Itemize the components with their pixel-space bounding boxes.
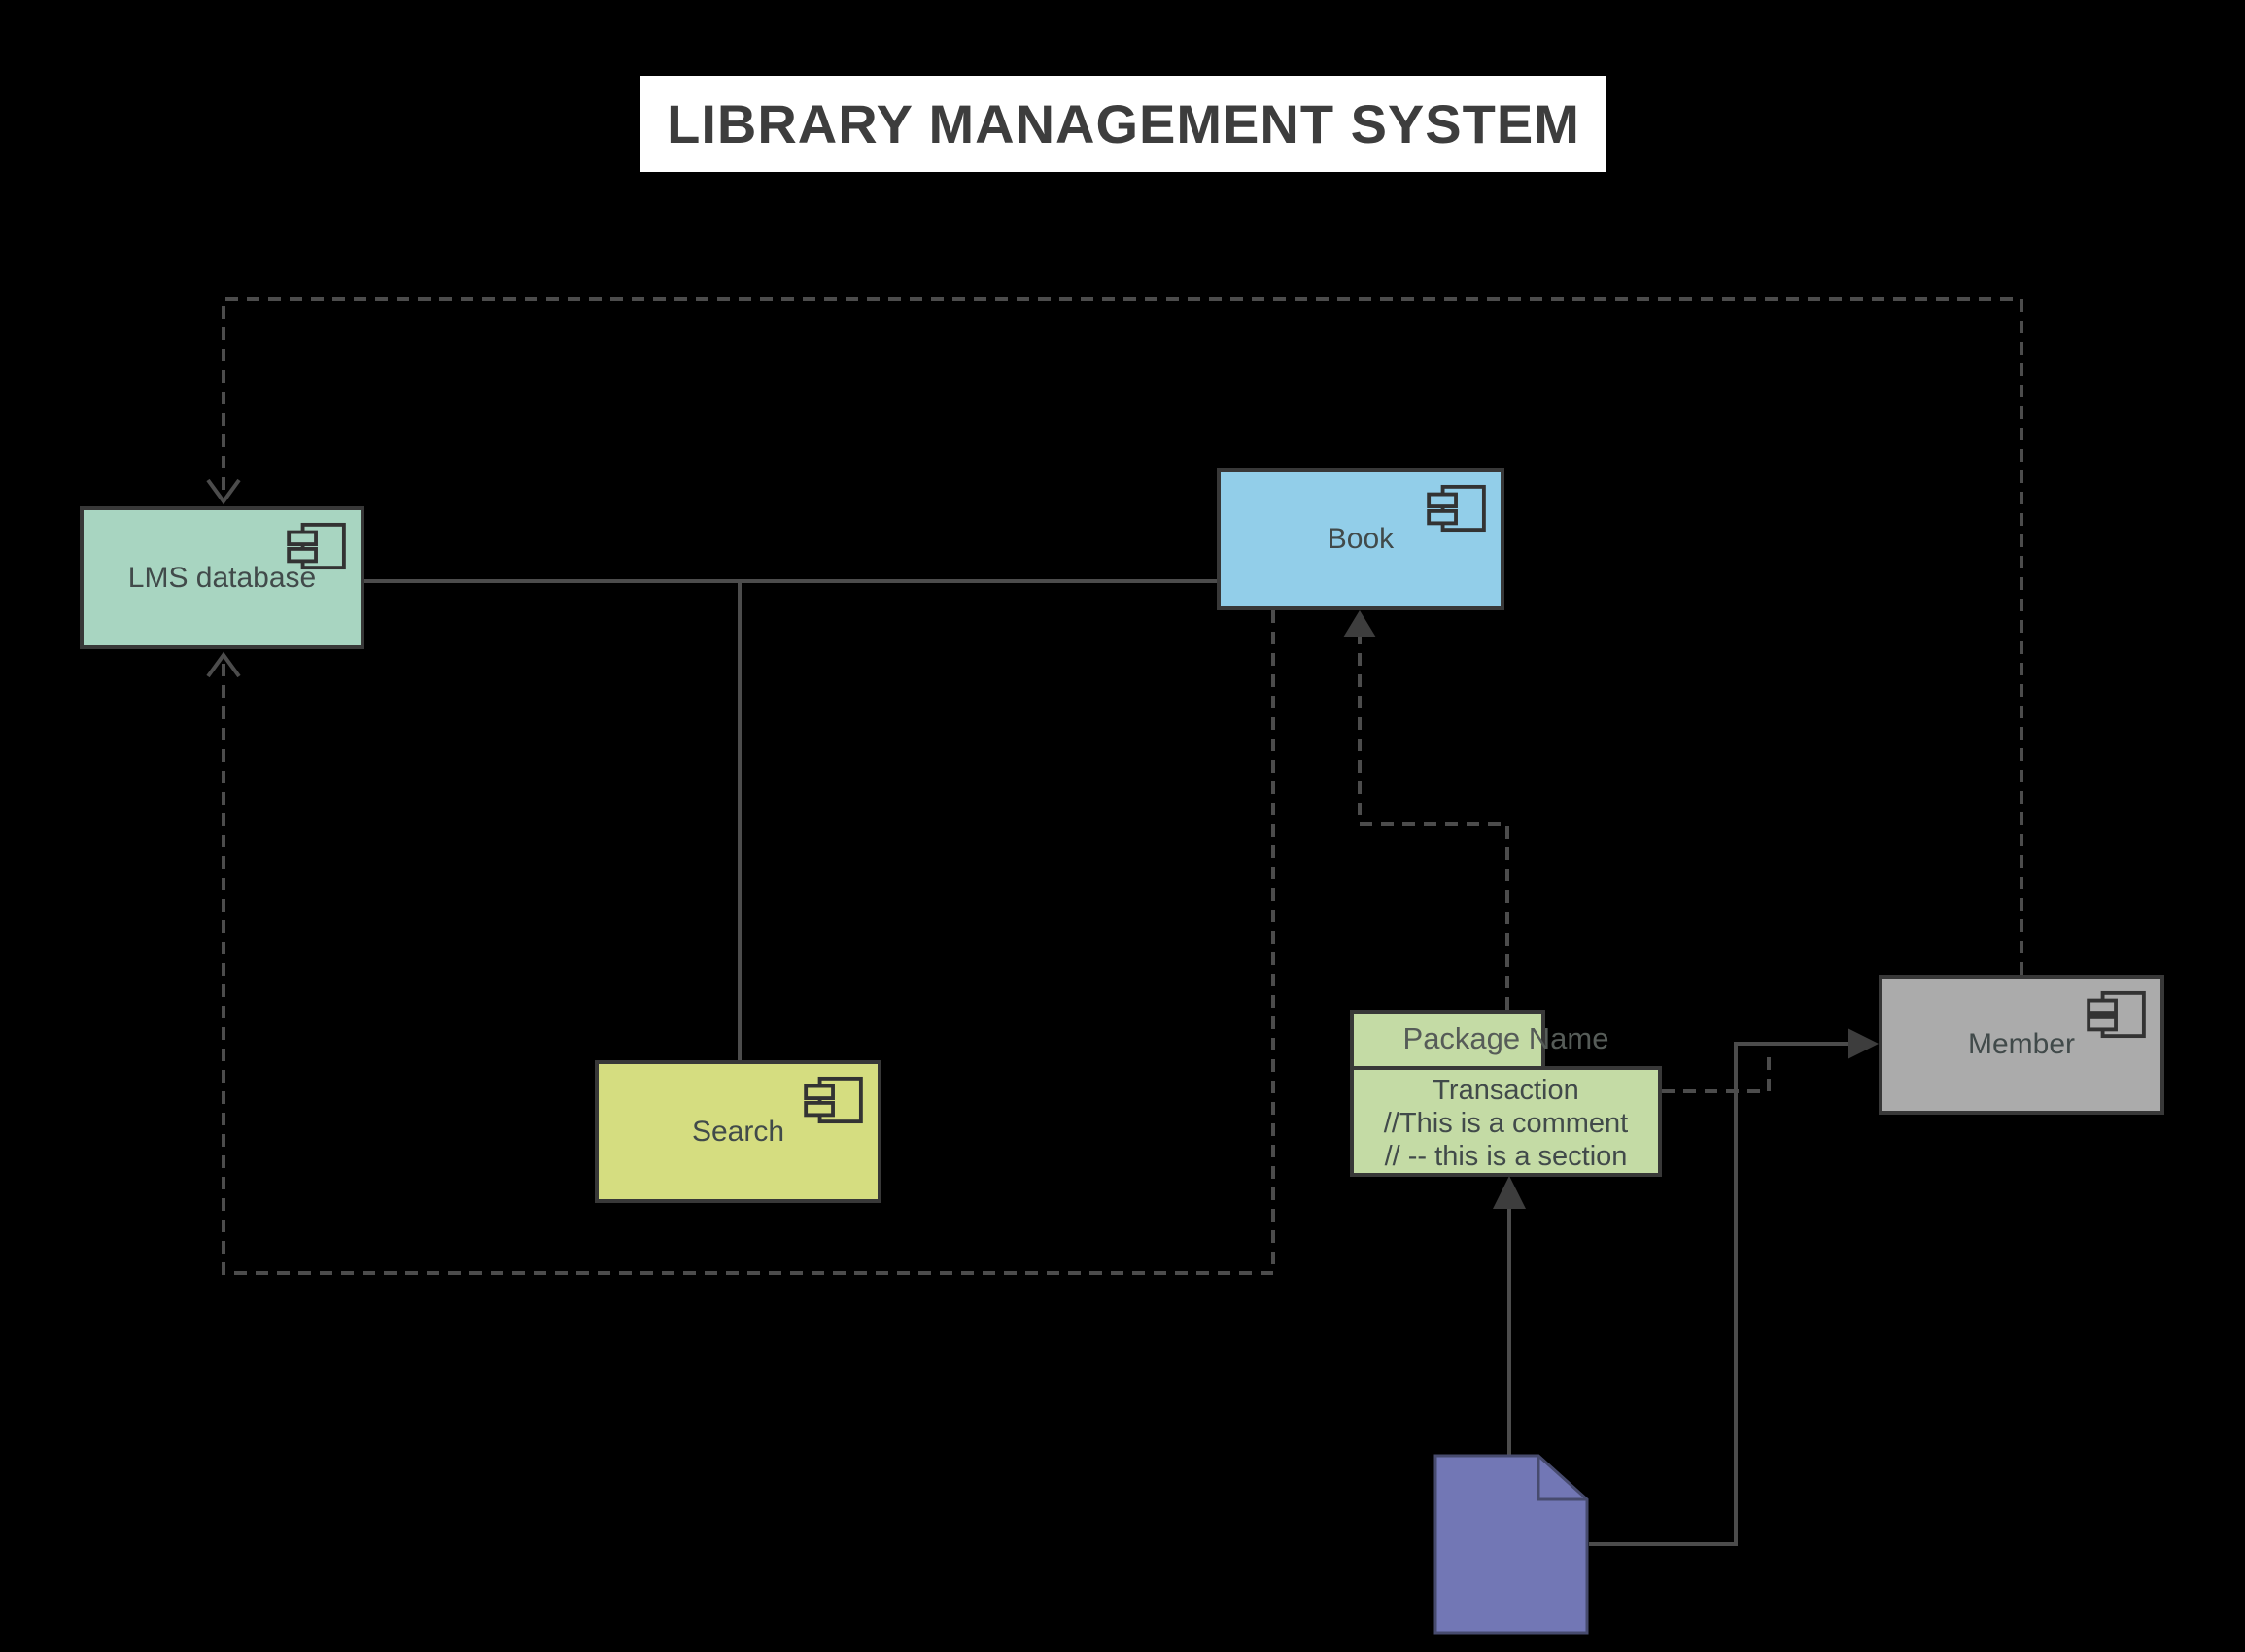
package-body-line-2: //This is a comment bbox=[1383, 1108, 1629, 1139]
component-lms-database-label: LMS database bbox=[127, 561, 317, 594]
edge-package-book[interactable] bbox=[1358, 636, 1509, 1010]
diagram-title[interactable]: LIBRARY MANAGEMENT SYSTEM bbox=[640, 76, 1606, 172]
component-book[interactable]: Book bbox=[1217, 468, 1504, 610]
arrowhead-filled-book bbox=[1343, 610, 1376, 637]
diagram-title-text: LIBRARY MANAGEMENT SYSTEM bbox=[667, 93, 1580, 155]
component-search[interactable]: Search bbox=[595, 1060, 881, 1203]
component-icon bbox=[804, 1076, 863, 1124]
component-book-label: Book bbox=[1327, 523, 1395, 555]
component-search-label: Search bbox=[691, 1115, 785, 1148]
arrowhead-filled-package bbox=[1493, 1176, 1526, 1209]
edge-package-line[interactable] bbox=[1662, 1051, 1771, 1093]
package-tab-label: Package Name bbox=[1402, 1021, 1609, 1055]
package-body[interactable]: Transaction //This is a comment // -- th… bbox=[1350, 1066, 1662, 1177]
edge-member-lms[interactable] bbox=[222, 297, 2023, 975]
edge-book-lms[interactable] bbox=[222, 610, 1275, 1275]
component-icon bbox=[2087, 990, 2146, 1039]
component-member-label: Member bbox=[1967, 1028, 2076, 1060]
package-body-line-3: // -- this is a section bbox=[1384, 1141, 1628, 1172]
component-icon bbox=[287, 522, 346, 570]
arrowhead-open-lms-top bbox=[206, 478, 241, 505]
component-icon bbox=[1427, 484, 1486, 533]
note-shape[interactable] bbox=[1433, 1454, 1589, 1635]
component-member[interactable]: Member bbox=[1879, 975, 2164, 1115]
arrowhead-open-lms-bottom bbox=[206, 651, 241, 678]
edge-note-member[interactable] bbox=[1589, 1042, 1851, 1546]
component-lms-database[interactable]: LMS database bbox=[80, 506, 364, 649]
package-tab[interactable] bbox=[1350, 1010, 1545, 1070]
package-body-line-1: Transaction bbox=[1433, 1075, 1579, 1106]
arrowhead-filled-member bbox=[1848, 1028, 1879, 1059]
